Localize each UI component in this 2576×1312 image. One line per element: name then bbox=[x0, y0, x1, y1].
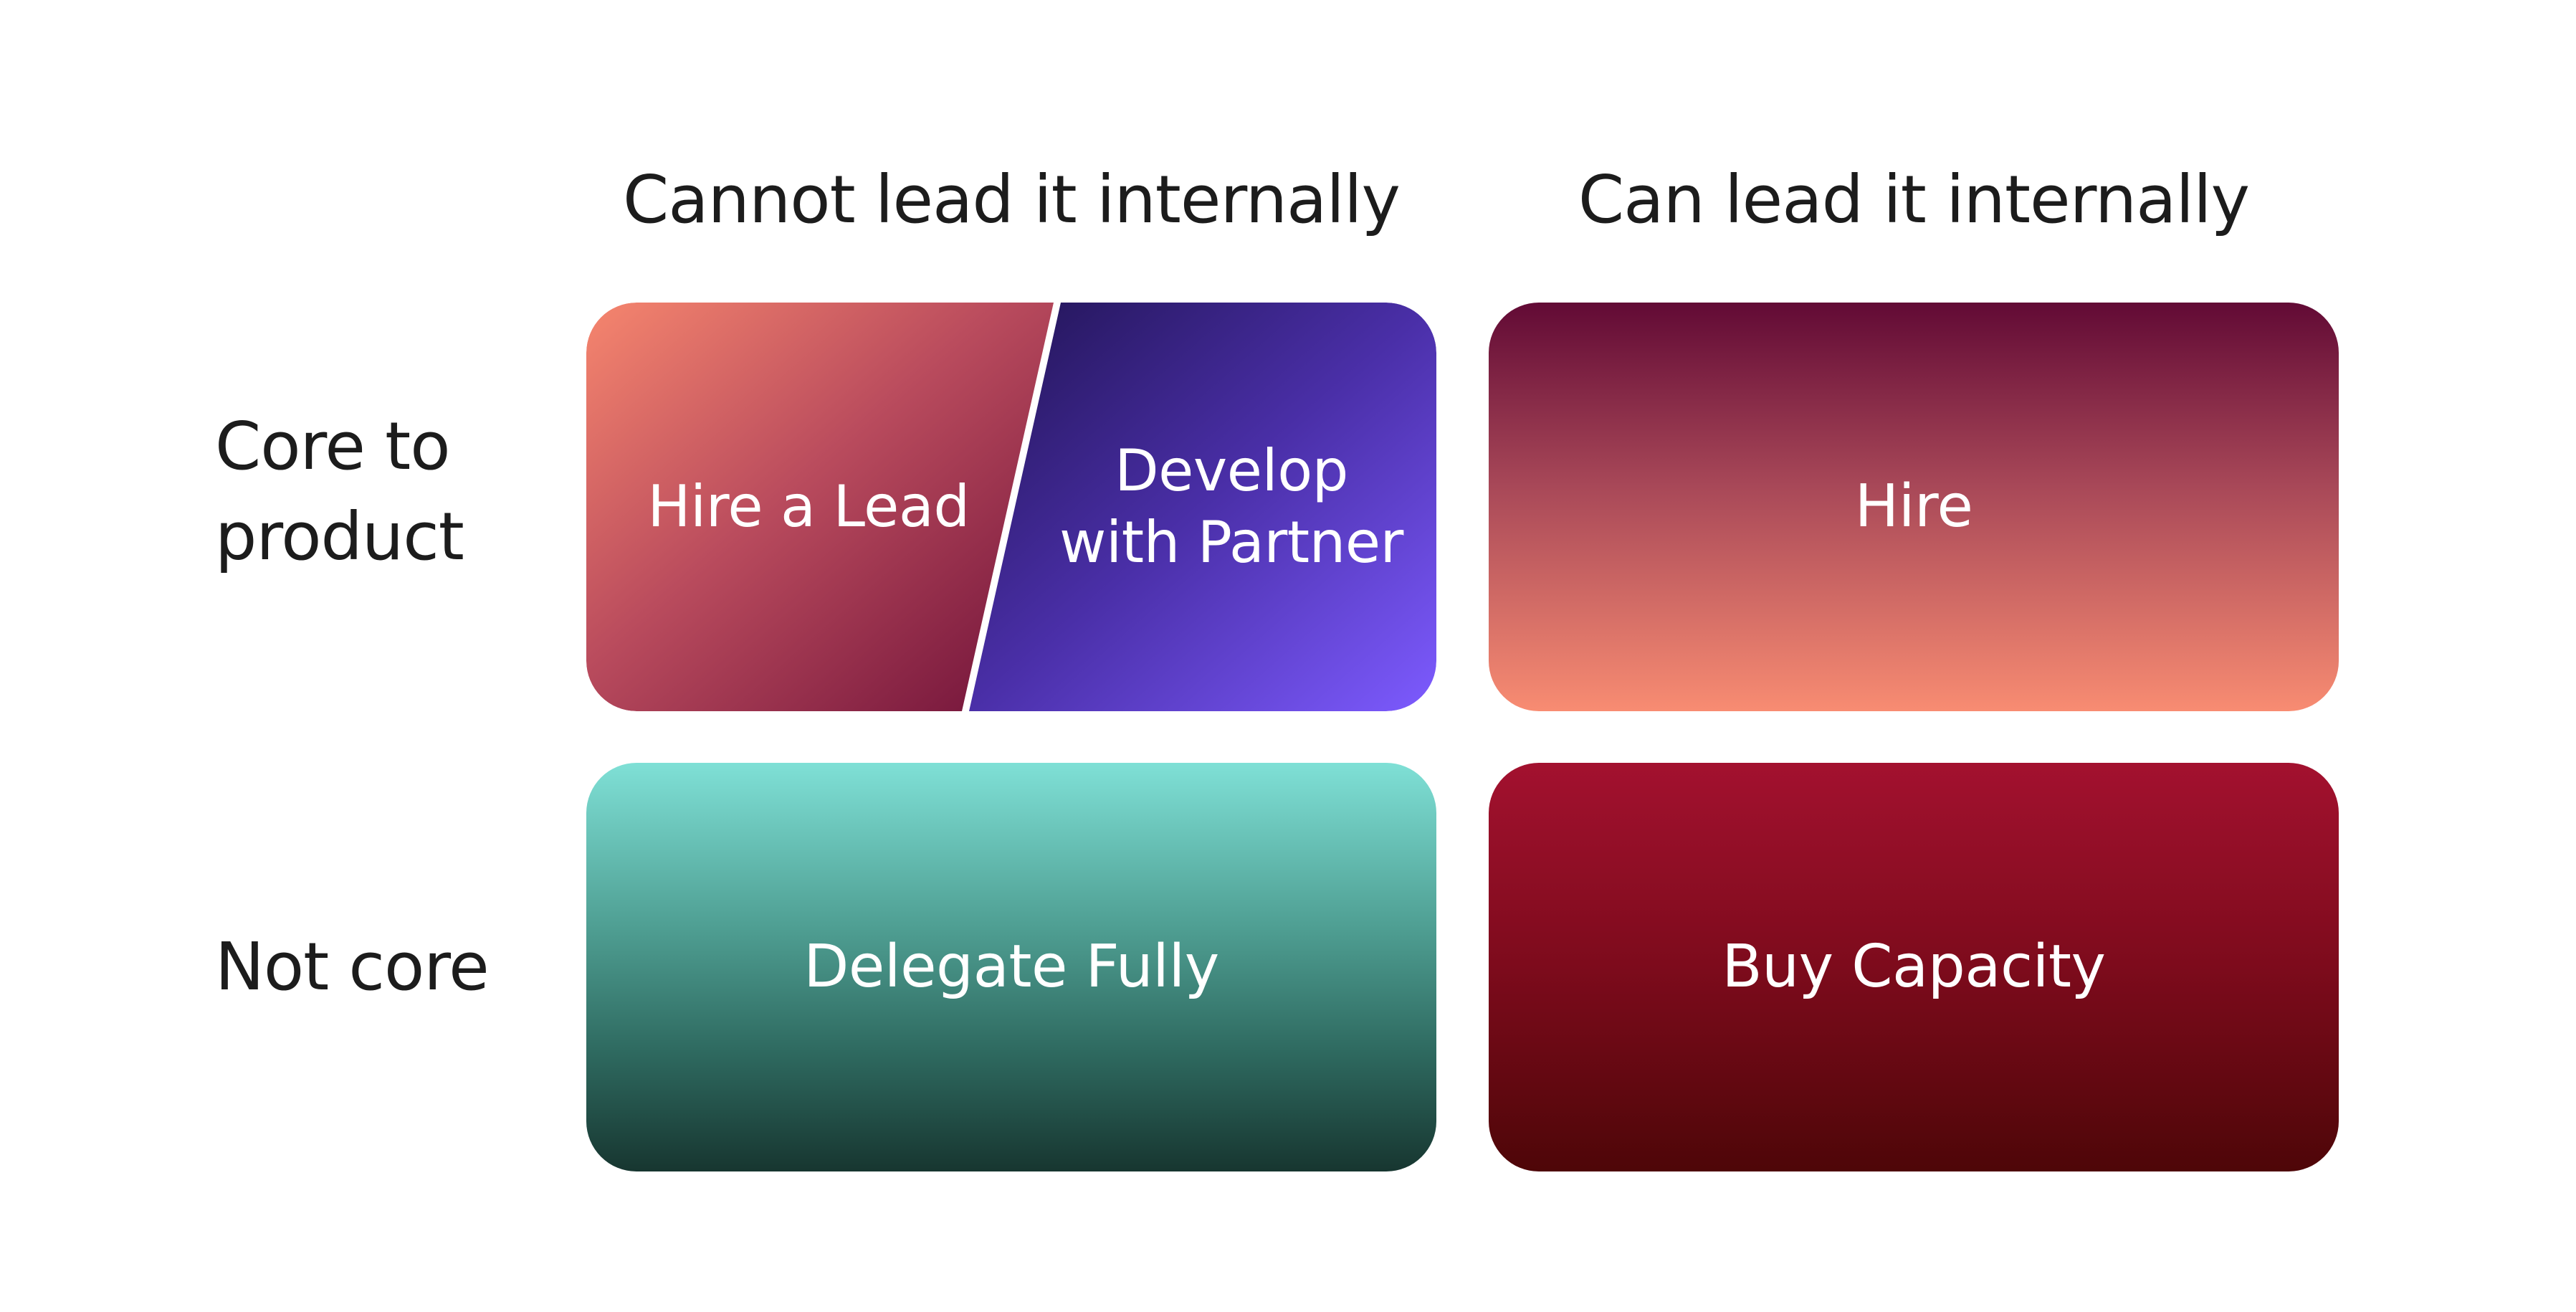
row-header-not-core: Not core bbox=[215, 928, 490, 1005]
cell-label-delegate-fully: Delegate Fully bbox=[803, 933, 1219, 1001]
column-header-can-lead: Can lead it internally bbox=[1578, 161, 2250, 238]
develop-with-partner-segment bbox=[969, 303, 1436, 711]
quadrant-notcore-can-lead: Buy Capacity bbox=[1489, 763, 2339, 1171]
quadrant-core-can-lead: Hire bbox=[1489, 303, 2339, 711]
cell-label-buy-capacity: Buy Capacity bbox=[1722, 933, 2106, 1001]
hire-a-lead-segment bbox=[586, 303, 1054, 711]
split-gradient-shapes bbox=[586, 303, 1436, 711]
column-header-cannot-lead: Cannot lead it internally bbox=[623, 161, 1401, 238]
cell-label-hire: Hire bbox=[1854, 472, 1973, 541]
quadrant-notcore-cannot-lead: Delegate Fully bbox=[586, 763, 1436, 1171]
row-header-core-to-product: Core to product bbox=[215, 408, 464, 575]
cell-label-hire-a-lead: Hire a Lead bbox=[647, 473, 970, 540]
cell-label-develop-with-partner: Develop with Partner bbox=[1059, 437, 1403, 576]
quadrant-core-cannot-lead: Hire a Lead Develop with Partner bbox=[586, 303, 1436, 711]
